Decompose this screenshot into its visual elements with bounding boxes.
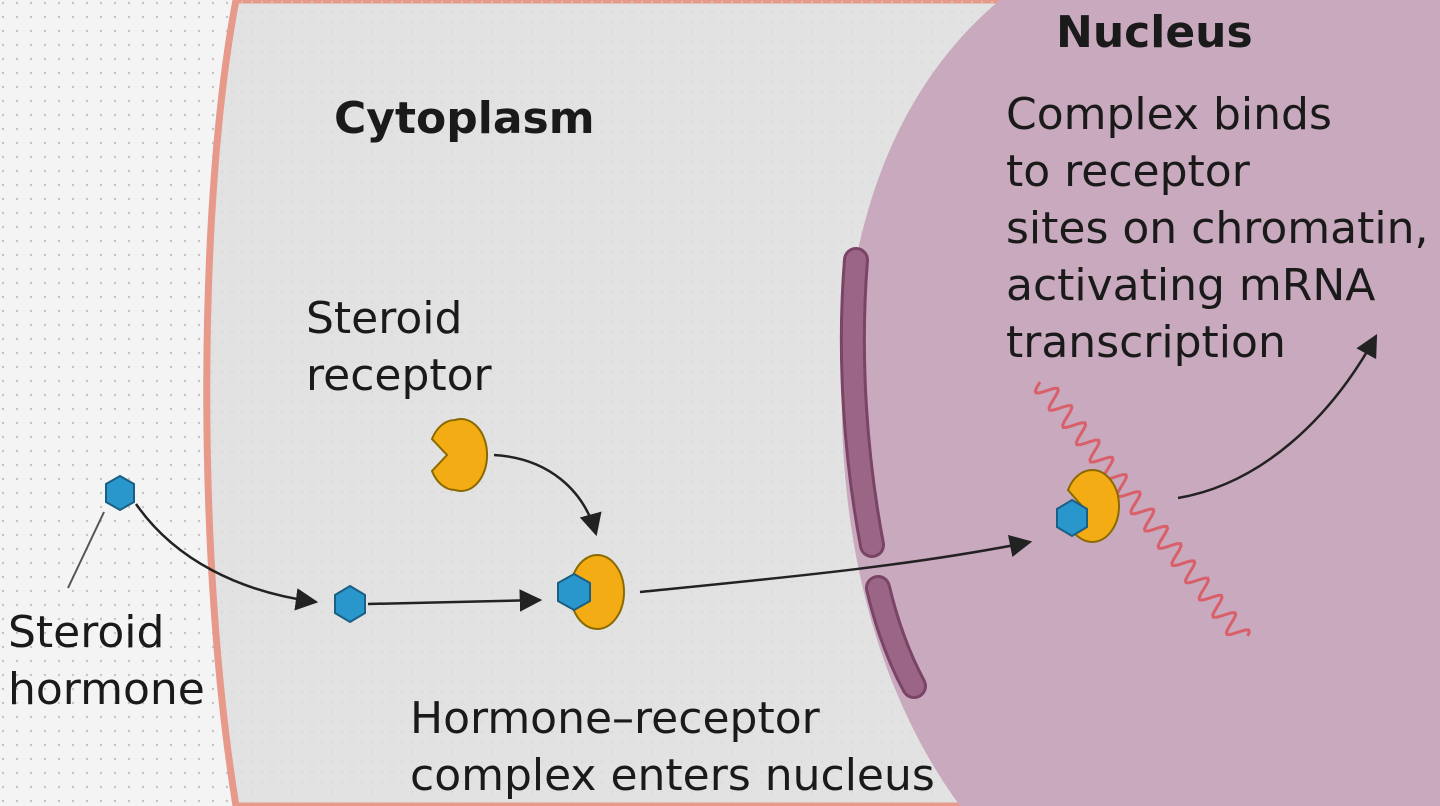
arrow-complex-enters-nucleus bbox=[639, 534, 1033, 594]
hormone-icon bbox=[105, 474, 135, 512]
nucleus bbox=[841, 0, 1440, 806]
nuclear-envelope-lower-fill bbox=[868, 578, 924, 696]
nucleus-label: Nucleus bbox=[1056, 7, 1253, 58]
receptor-complex-icon bbox=[571, 553, 625, 631]
cytoplasm-label: Cytoplasm bbox=[334, 93, 595, 144]
arrow-hormone-enters-cell bbox=[134, 503, 319, 611]
hormone-leader-line bbox=[67, 511, 105, 589]
arrow-receptor-binds bbox=[493, 453, 602, 537]
complex-binds-label: Complex binds to receptor sites on chrom… bbox=[1006, 89, 1429, 368]
arrow-transcription bbox=[1177, 334, 1378, 500]
steroid-receptor-label: Steroid receptor bbox=[306, 293, 492, 401]
nuclear-envelope-upper-fill bbox=[842, 250, 882, 555]
receptor-icon bbox=[430, 418, 489, 492]
chromatin-helix bbox=[1033, 381, 1251, 637]
bound-hormone-icon bbox=[1056, 498, 1088, 538]
hormone-in-cytoplasm-icon bbox=[334, 584, 366, 624]
arrow-hormone-to-receptor bbox=[367, 589, 543, 612]
steroid-hormone-label: Steroid hormone bbox=[8, 607, 205, 715]
complex-enters-label: Hormone–receptor complex enters nucleus bbox=[410, 693, 935, 801]
complex-hormone-icon bbox=[557, 572, 591, 612]
